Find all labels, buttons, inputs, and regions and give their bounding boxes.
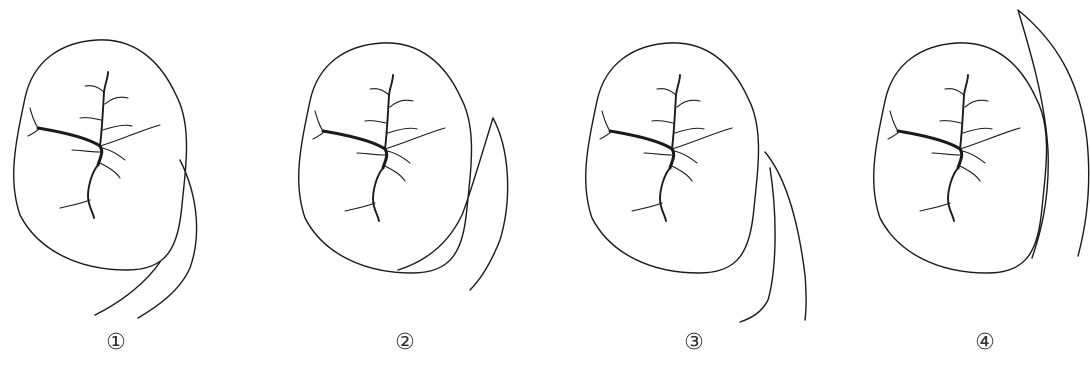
panel-2-leaf bbox=[299, 43, 472, 273]
panel-4-blade bbox=[1018, 10, 1089, 258]
panel-3-blade bbox=[740, 152, 806, 322]
panel-1-blade bbox=[95, 160, 197, 318]
panel-label-1: ① bbox=[96, 330, 136, 356]
panel-label-4: ④ bbox=[965, 330, 1005, 356]
panel-4-leaf bbox=[874, 43, 1047, 273]
panel-label-2: ② bbox=[385, 330, 425, 356]
panel-label-3: ③ bbox=[674, 330, 714, 356]
panel-1-leaf bbox=[14, 40, 187, 270]
panel-3-leaf bbox=[586, 43, 759, 273]
panel-2-blade bbox=[398, 118, 508, 290]
